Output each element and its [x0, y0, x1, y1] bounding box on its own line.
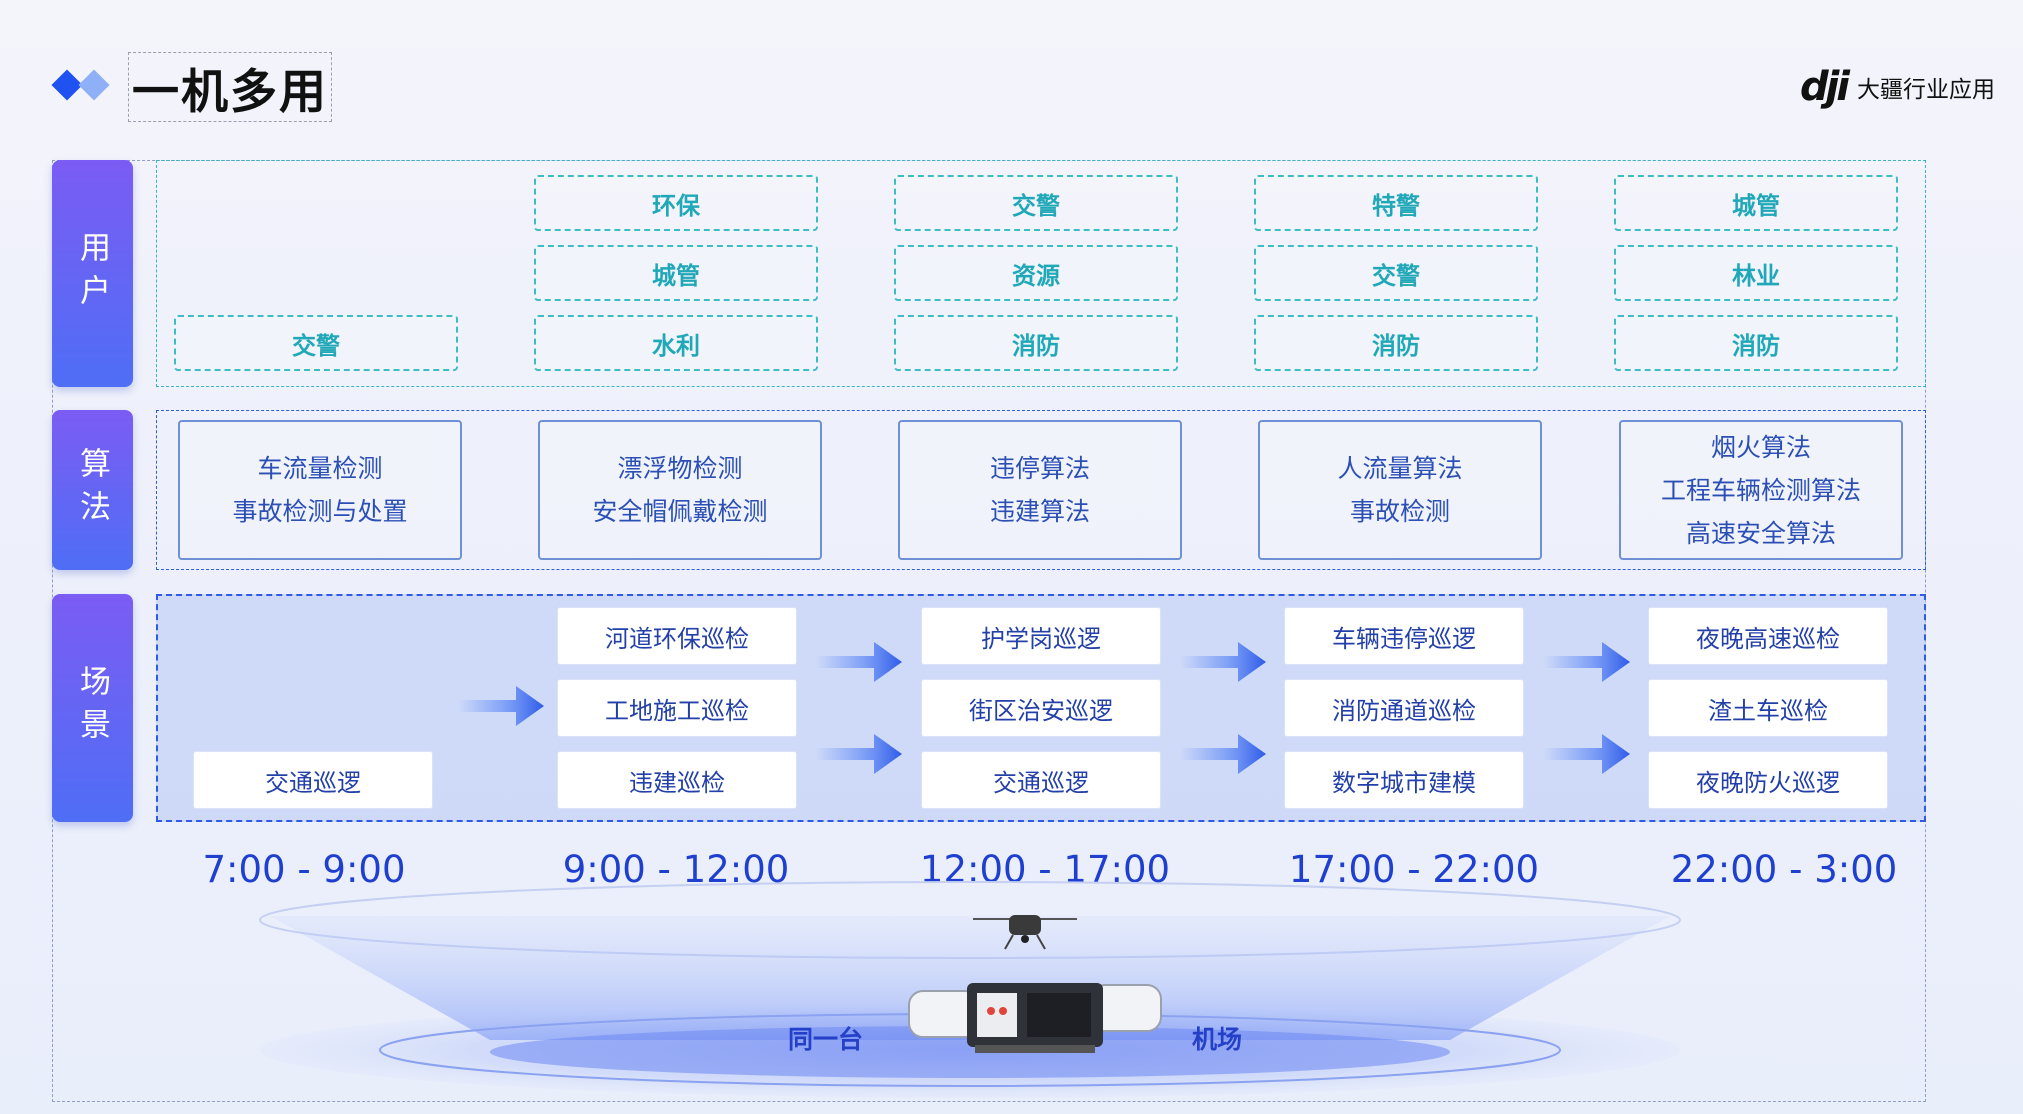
- scene-card: 交通巡逻: [193, 751, 433, 809]
- arrow-right-icon: [1180, 640, 1266, 684]
- user-tag: 城管: [1614, 175, 1898, 231]
- algorithm-card: 违停算法 违建算法: [898, 420, 1182, 560]
- algorithm-line: 高速安全算法: [1686, 512, 1836, 555]
- brand-text: 大疆行业应用: [1857, 70, 1995, 104]
- diamond-icon: [78, 69, 109, 100]
- arrow-right-icon: [816, 732, 902, 776]
- algorithm-line: 烟火算法: [1711, 426, 1811, 469]
- algorithm-line: 违停算法: [990, 447, 1090, 490]
- algorithm-line: 事故检测: [1350, 490, 1450, 533]
- algorithm-line: 漂浮物检测: [617, 447, 742, 490]
- algorithm-card: 车流量检测 事故检测与处置: [178, 420, 462, 560]
- algorithm-line: 车流量检测: [257, 447, 382, 490]
- arrow-right-icon: [1544, 640, 1630, 684]
- user-tag: 交警: [1254, 245, 1538, 301]
- drone-icon: [965, 905, 1085, 953]
- algorithm-card: 漂浮物检测 安全帽佩戴检测: [538, 420, 822, 560]
- arrow-right-icon: [1180, 732, 1266, 776]
- user-tag: 消防: [1614, 315, 1898, 371]
- user-tag: 交警: [174, 315, 458, 371]
- algorithm-line: 事故检测与处置: [232, 490, 407, 533]
- users-label-text: 用户: [70, 231, 115, 317]
- dock-station-icon: [905, 975, 1165, 1055]
- user-tag: 林业: [1614, 245, 1898, 301]
- page-title: 一机多用: [128, 52, 332, 122]
- algorithms-label-text: 算法: [70, 447, 115, 533]
- user-tag: 消防: [1254, 315, 1538, 371]
- algorithm-card: 人流量算法 事故检测: [1258, 420, 1542, 560]
- user-tag: 交警: [894, 175, 1178, 231]
- user-tag: 环保: [534, 175, 818, 231]
- scene-card: 数字城市建模: [1284, 751, 1524, 809]
- algorithm-line: 安全帽佩戴检测: [592, 490, 767, 533]
- dock-label-left: 同一台: [788, 1020, 863, 1056]
- user-tag: 消防: [894, 315, 1178, 371]
- scene-card: 护学岗巡逻: [921, 607, 1161, 665]
- scene-card: 渣土车巡检: [1648, 679, 1888, 737]
- scene-card: 河道环保巡检: [557, 607, 797, 665]
- dock-label-right: 机场: [1192, 1020, 1242, 1056]
- scenes-label: 场景: [52, 594, 133, 822]
- scene-card: 夜晚防火巡逻: [1648, 751, 1888, 809]
- brand: dji 大疆行业应用: [1800, 64, 1995, 110]
- user-tag: 资源: [894, 245, 1178, 301]
- user-tag: 特警: [1254, 175, 1538, 231]
- user-tag: 城管: [534, 245, 818, 301]
- arrow-right-icon: [1544, 732, 1630, 776]
- arrow-right-icon: [458, 684, 544, 728]
- scenes-label-text: 场景: [70, 665, 115, 751]
- algorithm-line: 工程车辆检测算法: [1661, 469, 1861, 512]
- scene-card: 违建巡检: [557, 751, 797, 809]
- scene-card: 交通巡逻: [921, 751, 1161, 809]
- scene-card: 消防通道巡检: [1284, 679, 1524, 737]
- algorithm-card: 烟火算法 工程车辆检测算法 高速安全算法: [1619, 420, 1903, 560]
- algorithm-line: 人流量算法: [1337, 447, 1462, 490]
- dji-logo: dji: [1800, 64, 1847, 110]
- algorithms-label: 算法: [52, 410, 133, 570]
- users-label: 用户: [52, 160, 133, 387]
- scene-card: 夜晚高速巡检: [1648, 607, 1888, 665]
- scene-card: 工地施工巡检: [557, 679, 797, 737]
- user-tag: 水利: [534, 315, 818, 371]
- arrow-right-icon: [816, 640, 902, 684]
- scene-card: 街区治安巡逻: [921, 679, 1161, 737]
- algorithm-line: 违建算法: [990, 490, 1090, 533]
- scene-card: 车辆违停巡逻: [1284, 607, 1524, 665]
